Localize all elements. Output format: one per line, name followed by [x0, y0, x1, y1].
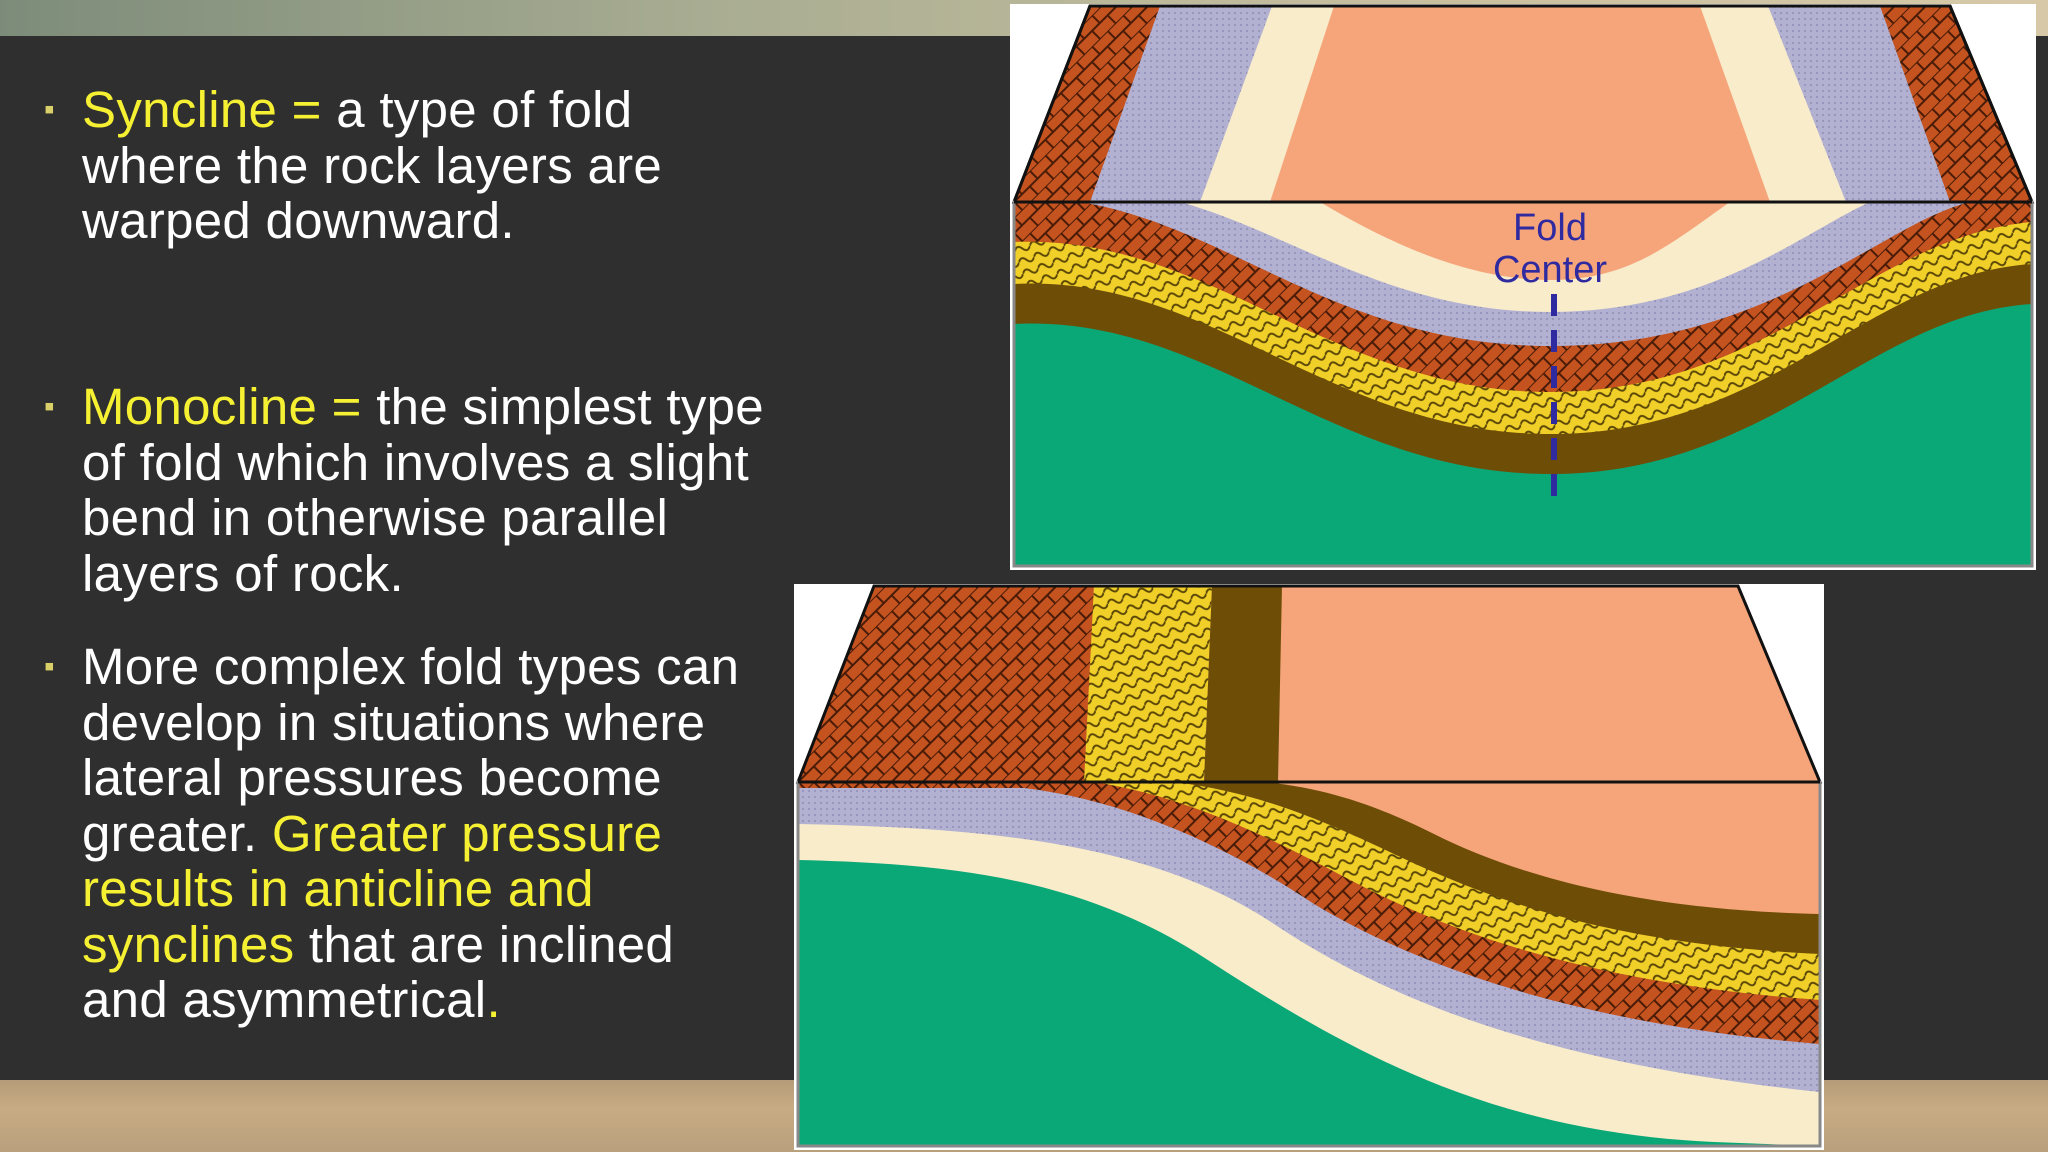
complex-folds-tail: that are inclined and asymmetrical	[82, 915, 675, 1028]
bullet-monocline: ▪ Monocline = the simplest type of fold …	[44, 379, 764, 601]
complex-folds-highlight: Greater pressure results in anticline an…	[82, 804, 663, 973]
bullet-marker-icon: ▪	[44, 93, 55, 126]
syncline-definition: a type of fold where the rock layers are…	[82, 81, 663, 249]
bullet-complex-folds: ▪ More complex fold types can develop in…	[44, 639, 764, 1028]
syncline-front-face	[1012, 200, 2034, 568]
syncline-diagram-svg: Fold Center	[1011, 4, 2035, 568]
syncline-top-face	[1011, 4, 2035, 204]
bullet-monocline-text: Monocline = the simplest type of fold wh…	[82, 379, 764, 601]
bullet-marker-icon: ▪	[44, 650, 55, 683]
monocline-diagram-svg	[795, 584, 1823, 1148]
fold-label-line2: Center	[1493, 249, 1607, 291]
syncline-term: Syncline =	[82, 81, 322, 138]
monocline-term: Monocline =	[82, 378, 362, 435]
syncline-diagram: Fold Center	[1010, 4, 2036, 570]
bullet-complex-folds-text: More complex fold types can develop in s…	[82, 639, 764, 1028]
bullet-syncline: ▪ Syncline = a type of fold where the ro…	[44, 82, 764, 249]
monocline-front-face	[796, 780, 1822, 1148]
fold-label-line1: Fold	[1513, 207, 1587, 249]
monocline-diagram	[794, 584, 1824, 1150]
monocline-top-face	[795, 584, 1823, 784]
complex-folds-period: .	[486, 971, 501, 1028]
complex-folds-intro: More complex fold types can develop in s…	[82, 638, 740, 862]
bullet-marker-icon: ▪	[44, 390, 55, 423]
bullet-syncline-text: Syncline = a type of fold where the rock…	[82, 82, 764, 249]
monocline-definition: the simplest type of fold which involves…	[82, 378, 764, 602]
